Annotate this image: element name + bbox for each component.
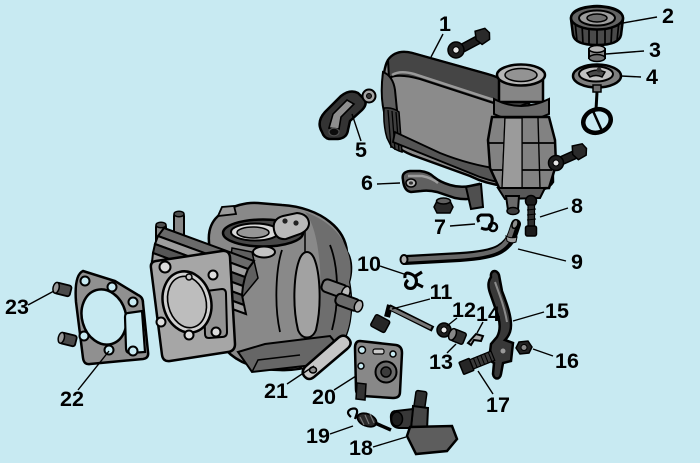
svg-text:19: 19 <box>306 424 330 448</box>
svg-text:3: 3 <box>649 38 661 62</box>
svg-text:21: 21 <box>264 379 288 403</box>
svg-text:8: 8 <box>571 194 583 218</box>
svg-text:15: 15 <box>545 299 569 323</box>
svg-text:4: 4 <box>646 65 658 89</box>
svg-text:1: 1 <box>439 12 451 36</box>
svg-text:13: 13 <box>429 350 453 374</box>
svg-text:7: 7 <box>434 215 446 239</box>
svg-text:23: 23 <box>5 295 29 319</box>
svg-text:14: 14 <box>476 302 500 326</box>
svg-text:17: 17 <box>486 393 510 417</box>
svg-text:18: 18 <box>349 436 373 460</box>
svg-text:5: 5 <box>355 138 367 162</box>
svg-text:16: 16 <box>555 349 579 373</box>
svg-text:22: 22 <box>60 387 84 411</box>
svg-text:2: 2 <box>662 4 674 28</box>
svg-text:20: 20 <box>312 385 336 409</box>
svg-text:9: 9 <box>571 250 583 274</box>
svg-text:11: 11 <box>430 280 453 304</box>
svg-text:10: 10 <box>357 252 381 276</box>
svg-text:6: 6 <box>361 171 373 195</box>
svg-text:12: 12 <box>452 298 476 322</box>
